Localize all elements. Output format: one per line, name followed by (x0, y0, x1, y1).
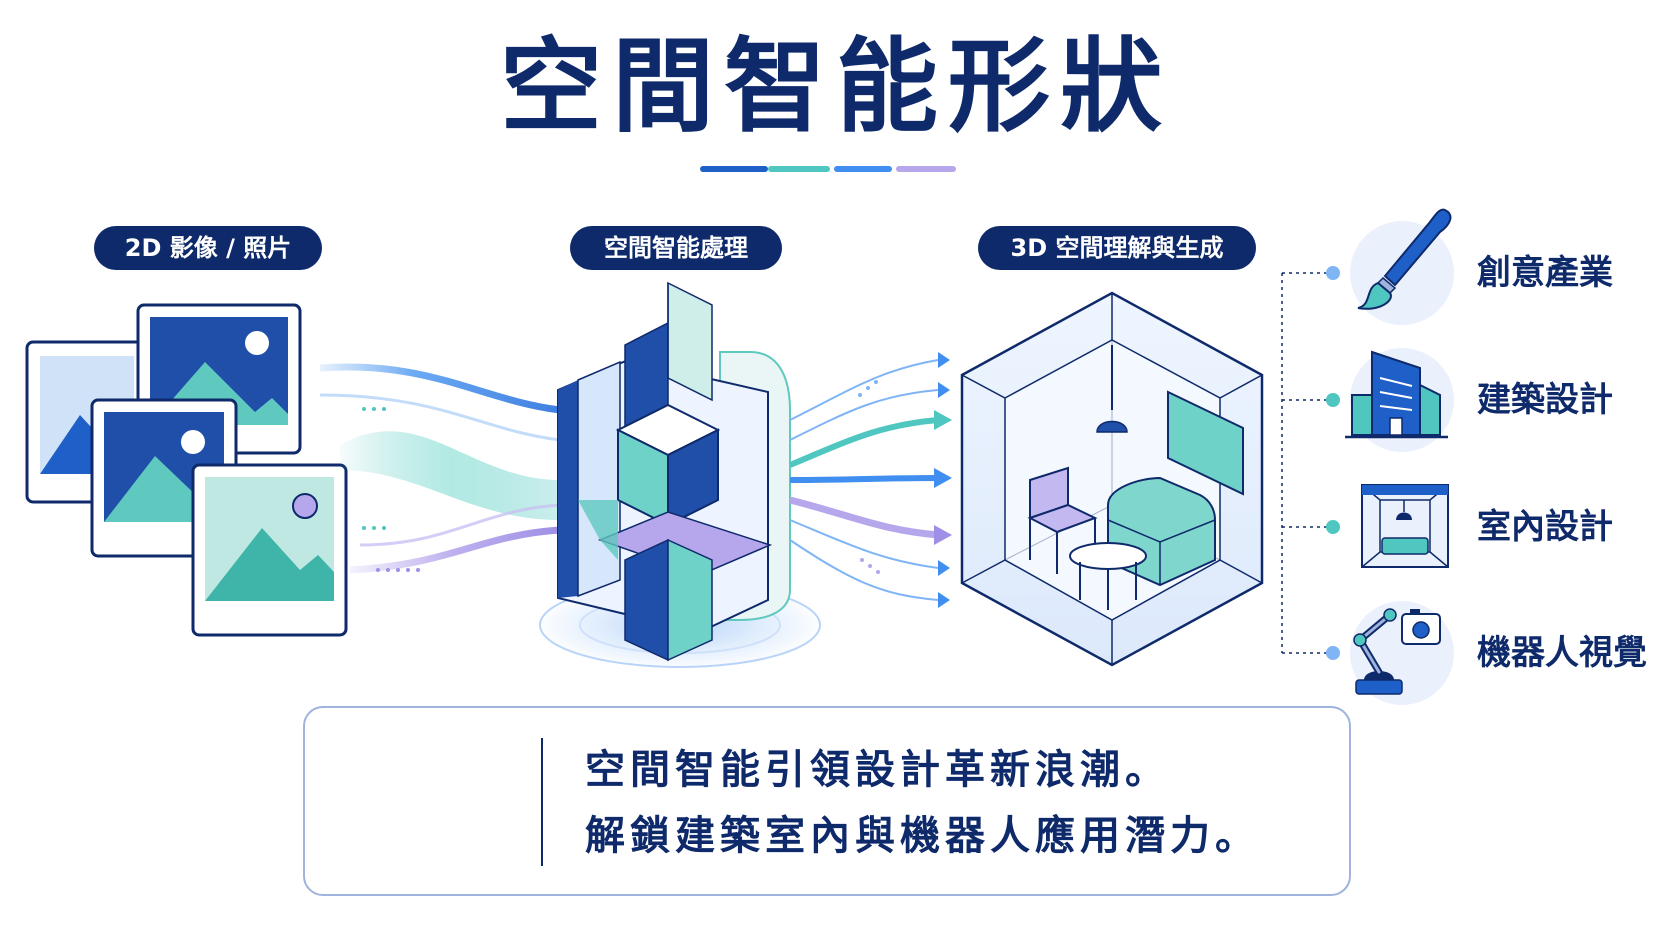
application-label: 創意產業 (1477, 253, 1613, 293)
photo-frame (191, 463, 348, 637)
stage-label-output: 3D 空間理解與生成 (978, 226, 1256, 270)
page-title: 空間智能形狀 (500, 28, 1172, 147)
building-icon (1345, 348, 1454, 452)
application-label: 建築設計 (1477, 380, 1613, 420)
robot-arm-camera-icon (1350, 601, 1454, 705)
3d-room-graphic (960, 291, 1264, 667)
output-flow-arrows (788, 352, 952, 608)
summary-line-1: 空間智能引領設計革新浪潮。 (585, 747, 1170, 793)
stage-label-process: 空間智能處理 (570, 226, 782, 270)
application-connectors (1281, 266, 1340, 660)
summary-panel (303, 706, 1351, 896)
input-flow-streams (319, 363, 561, 574)
application-label: 機器人視覺 (1477, 633, 1647, 673)
paintbrush-icon (1350, 208, 1454, 325)
title-underline (700, 166, 956, 172)
spatial-processor-graphic (535, 281, 825, 670)
stage-label-input: 2D 影像 / 照片 (94, 226, 322, 270)
summary-divider (541, 738, 543, 866)
summary-line-2: 解鎖建築室內與機器人應用潛力。 (585, 813, 1260, 859)
photo-stack (25, 303, 348, 637)
interior-room-icon (1361, 484, 1449, 568)
application-label: 室內設計 (1477, 507, 1613, 547)
